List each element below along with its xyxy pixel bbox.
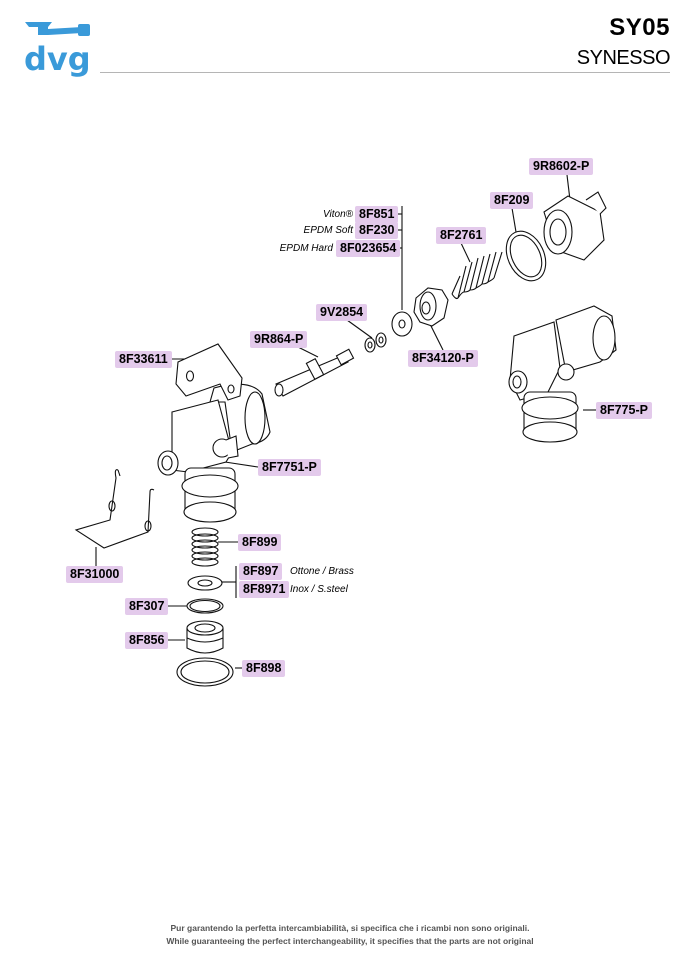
ring-8F209	[505, 230, 547, 282]
footer-disclaimer: Pur garantendo la perfetta intercambiabi…	[0, 922, 700, 948]
o-rings-9V2854	[364, 332, 387, 353]
part-label-8F775-P: 8F775-P	[596, 402, 652, 419]
leader-lines	[95, 174, 596, 669]
seal-washer	[391, 311, 413, 337]
part-label-8F898: 8F898	[242, 660, 286, 677]
valve-body	[157, 383, 271, 523]
washer-8F897	[187, 575, 223, 591]
spring-clip	[74, 469, 155, 549]
note-epdm-hard: EPDM Hard	[279, 243, 333, 254]
part-label-9R864-P: 9R864-P	[250, 331, 308, 348]
dvg-logo: dvg	[22, 16, 100, 80]
part-label-8F33611: 8F33611	[115, 351, 172, 368]
part-label-8F851: 8F851	[355, 206, 399, 223]
footer-line-italian: Pur garantendo la perfetta intercambiabi…	[170, 923, 530, 933]
logo-graphic: dvg	[24, 22, 91, 78]
fitting-9R8602P	[543, 191, 607, 261]
part-label-8F899: 8F899	[238, 534, 282, 551]
part-label-9R8602-P: 9R8602-P	[529, 158, 594, 175]
header-divider	[100, 72, 670, 73]
note-epdm-soft: EPDM Soft	[303, 225, 353, 236]
o-ring-8F307	[186, 598, 224, 614]
right-valve-assembly	[508, 305, 617, 443]
note-steel: Inox / S.steel	[290, 584, 348, 595]
part-label-8F7751-P: 8F7751-P	[258, 459, 321, 476]
part-label-8F34120-P: 8F34120-P	[408, 350, 478, 367]
part-label-8F230: 8F230	[355, 222, 399, 239]
part-label-8F897: 8F897	[239, 563, 283, 580]
spring-8F2761	[451, 251, 503, 300]
part-label-8F8971: 8F8971	[239, 581, 290, 598]
note-brass: Ottone / Brass	[290, 566, 354, 577]
valve-stem	[274, 348, 355, 397]
note-viton: Viton®	[323, 209, 353, 220]
brand-name: SYNESSO	[576, 47, 671, 69]
mounting-bracket	[175, 343, 243, 401]
part-label-8F31000: 8F31000	[66, 566, 124, 583]
knurled-nut	[413, 287, 449, 327]
model-code: SY05	[609, 14, 670, 41]
part-label-9V2854: 9V2854	[316, 304, 368, 321]
footer-line-english: While guaranteeing the perfect interchan…	[166, 936, 534, 946]
piston-8F856	[186, 620, 224, 654]
part-label-8F023654: 8F023654	[336, 240, 401, 257]
part-label-8F856: 8F856	[125, 632, 169, 649]
logo-text: dvg	[24, 40, 91, 78]
part-label-8F2761: 8F2761	[436, 227, 487, 244]
part-label-8F209: 8F209	[490, 192, 534, 209]
spring-8F899	[191, 527, 219, 567]
o-ring-8F898	[176, 657, 234, 687]
part-label-8F307: 8F307	[125, 598, 169, 615]
